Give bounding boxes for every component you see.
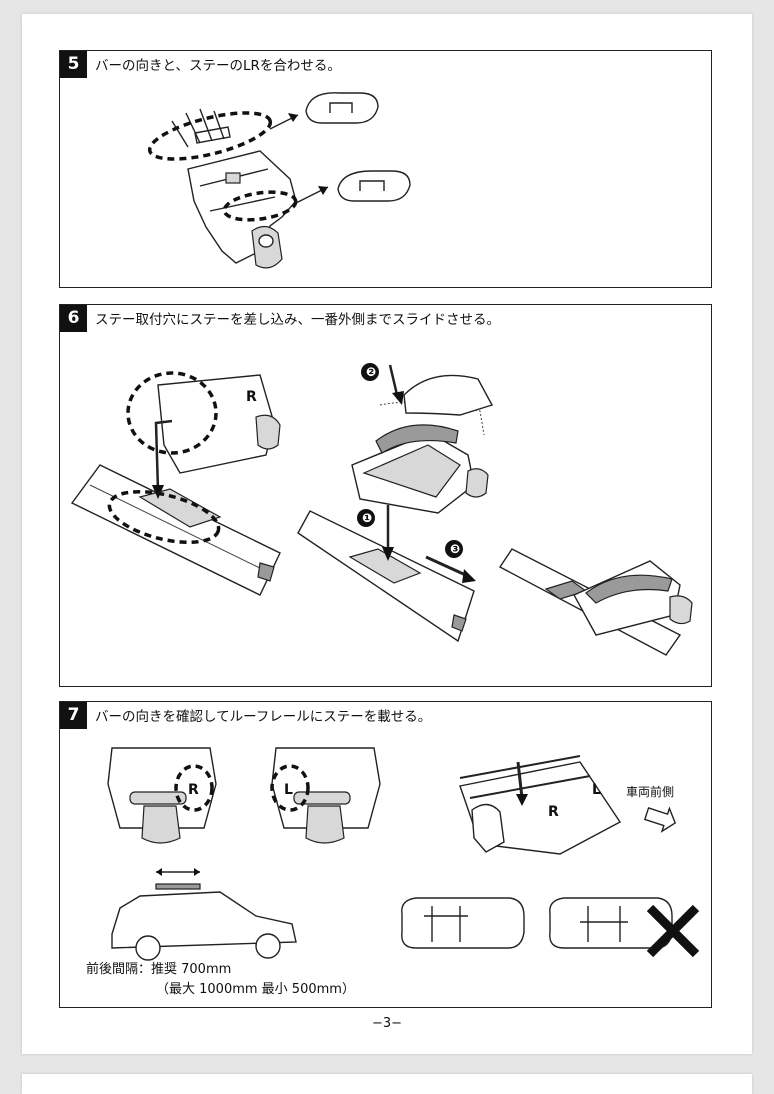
stay-l-label: L bbox=[284, 782, 293, 798]
step-6-header: 6 ステー取付穴にステーを差し込み、一番外側までスライドさせる。 bbox=[60, 304, 500, 332]
step-instruction: ステー取付穴にステーを差し込み、一番外側までスライドさせる。 bbox=[95, 312, 500, 328]
step-number: 5 bbox=[60, 50, 87, 78]
step-instruction: バーの向きを確認してルーフレールにステーを載せる。 bbox=[95, 709, 432, 725]
step-instruction: バーの向きと、ステーのLRを合わせる。 bbox=[95, 58, 341, 74]
step-5-header: 5 バーの向きと、ステーのLRを合わせる。 bbox=[60, 50, 341, 78]
step-7-header: 7 バーの向きを確認してルーフレールにステーを載せる。 bbox=[60, 701, 432, 729]
step-5-illustration bbox=[147, 92, 411, 269]
spacing-line-1: 前後間隔：推奨 700mm bbox=[86, 962, 232, 977]
next-page-edge bbox=[22, 1074, 752, 1094]
step-5-panel: 5 バーの向きと、ステーのLRを合わせる。 bbox=[59, 50, 712, 288]
stay-r-label: R bbox=[188, 782, 199, 798]
cross-icon bbox=[646, 904, 700, 958]
arrow-right-icon bbox=[643, 806, 677, 833]
manual-page: 5 バーの向きと、ステーのLRを合わせる。 bbox=[22, 14, 752, 1054]
page-number: −3− bbox=[371, 1016, 403, 1031]
step-number: 7 bbox=[60, 701, 87, 729]
bar-l-label: L bbox=[592, 782, 601, 798]
front-label: 車両前側 bbox=[626, 784, 674, 799]
spacing-line-2: （最大 1000mm 最小 500mm） bbox=[156, 982, 355, 997]
marker-3: ❸ bbox=[450, 542, 460, 556]
step-6-illustration: R ❶ ❸ ❷ bbox=[70, 363, 693, 656]
marker-1: ❶ bbox=[362, 511, 372, 525]
marker-2: ❷ bbox=[366, 365, 376, 379]
stay-r-label: R bbox=[246, 389, 257, 405]
bar-r-label: R bbox=[548, 804, 559, 820]
step-7-panel: 7 バーの向きを確認してルーフレールにステーを載せる。 R L R L 車両前側 bbox=[59, 701, 712, 1008]
step-6-panel: 6 ステー取付穴にステーを差し込み、一番外側までスライドさせる。 R ❶ bbox=[59, 304, 712, 687]
step-7-illustration: R L R L 車両前側 bbox=[107, 747, 700, 961]
step-number: 6 bbox=[60, 304, 87, 332]
